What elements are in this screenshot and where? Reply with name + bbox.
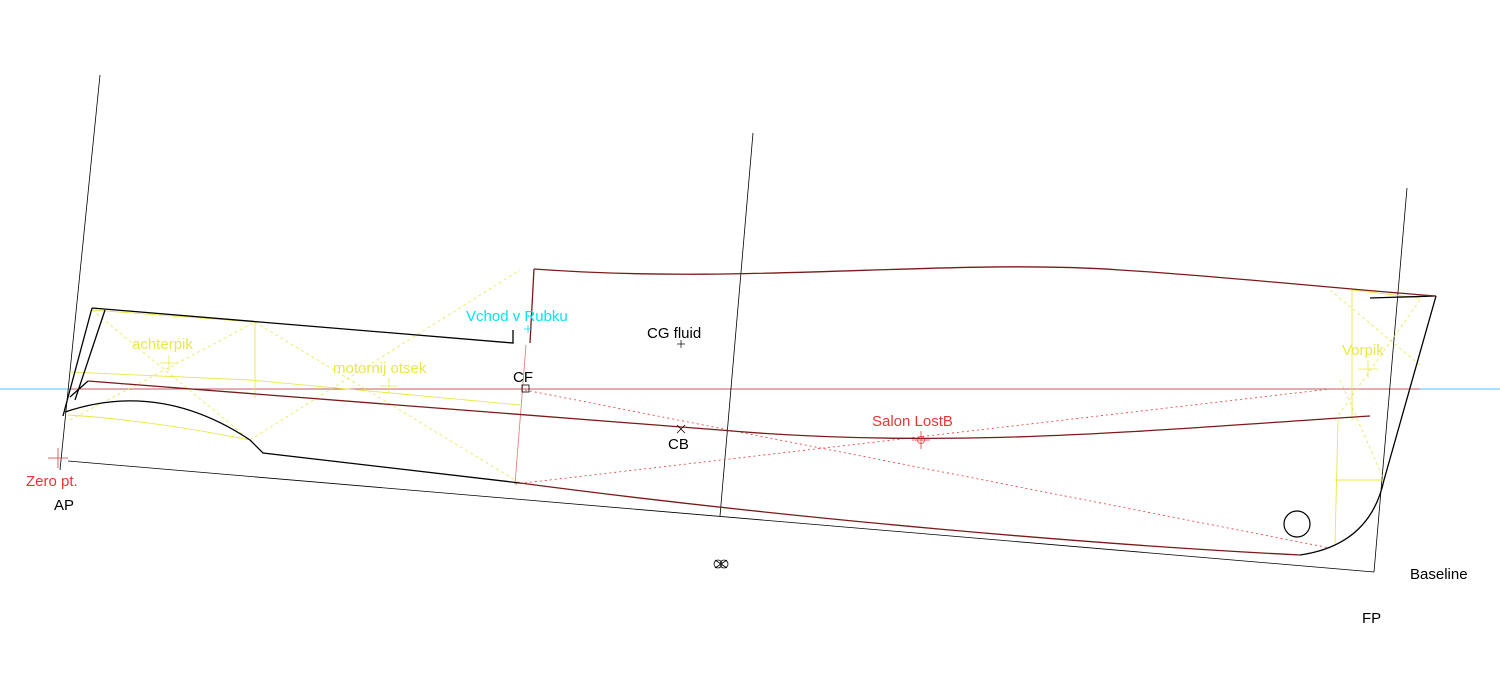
motornij-marker (380, 378, 398, 394)
achterpik-marker (160, 355, 178, 371)
compartment-outlines (67, 289, 1421, 546)
midship-perpendicular (719, 132, 754, 517)
cg-fluid-label: CG fluid (647, 325, 701, 342)
baseline-line (67, 460, 1375, 573)
origin-symbol-icon (713, 559, 729, 569)
cg-fluid-marker (677, 340, 685, 348)
hull-outline (62, 295, 1437, 556)
achterpik-label: achterpik (132, 336, 193, 353)
fp-label: FP (1362, 610, 1381, 627)
compartment-diagonals (69, 269, 1421, 484)
aft-perpendicular (59, 74, 101, 471)
cf-marker (521, 384, 530, 393)
motornij-label: motornij otsek (333, 360, 427, 377)
deck-lines (87, 266, 1437, 556)
salon-label: Salon LostB (872, 413, 953, 430)
zero-pt-label: Zero pt. (26, 473, 78, 490)
vchod-label: Vchod v Rubku (466, 308, 568, 325)
baseline-label: Baseline (1410, 566, 1468, 583)
cb-marker (676, 424, 686, 434)
bow-thruster-circle (1283, 510, 1311, 538)
forward-perpendicular (1373, 187, 1408, 573)
vorpik-label: Vorpik (1342, 342, 1384, 359)
cf-label: CF (513, 369, 533, 386)
cb-label: CB (668, 436, 689, 453)
zero-point-marker (48, 448, 68, 468)
vorpik-marker (1358, 360, 1378, 378)
salon-marker (912, 431, 930, 449)
vchod-marker (524, 325, 532, 333)
ap-label: AP (54, 497, 74, 514)
